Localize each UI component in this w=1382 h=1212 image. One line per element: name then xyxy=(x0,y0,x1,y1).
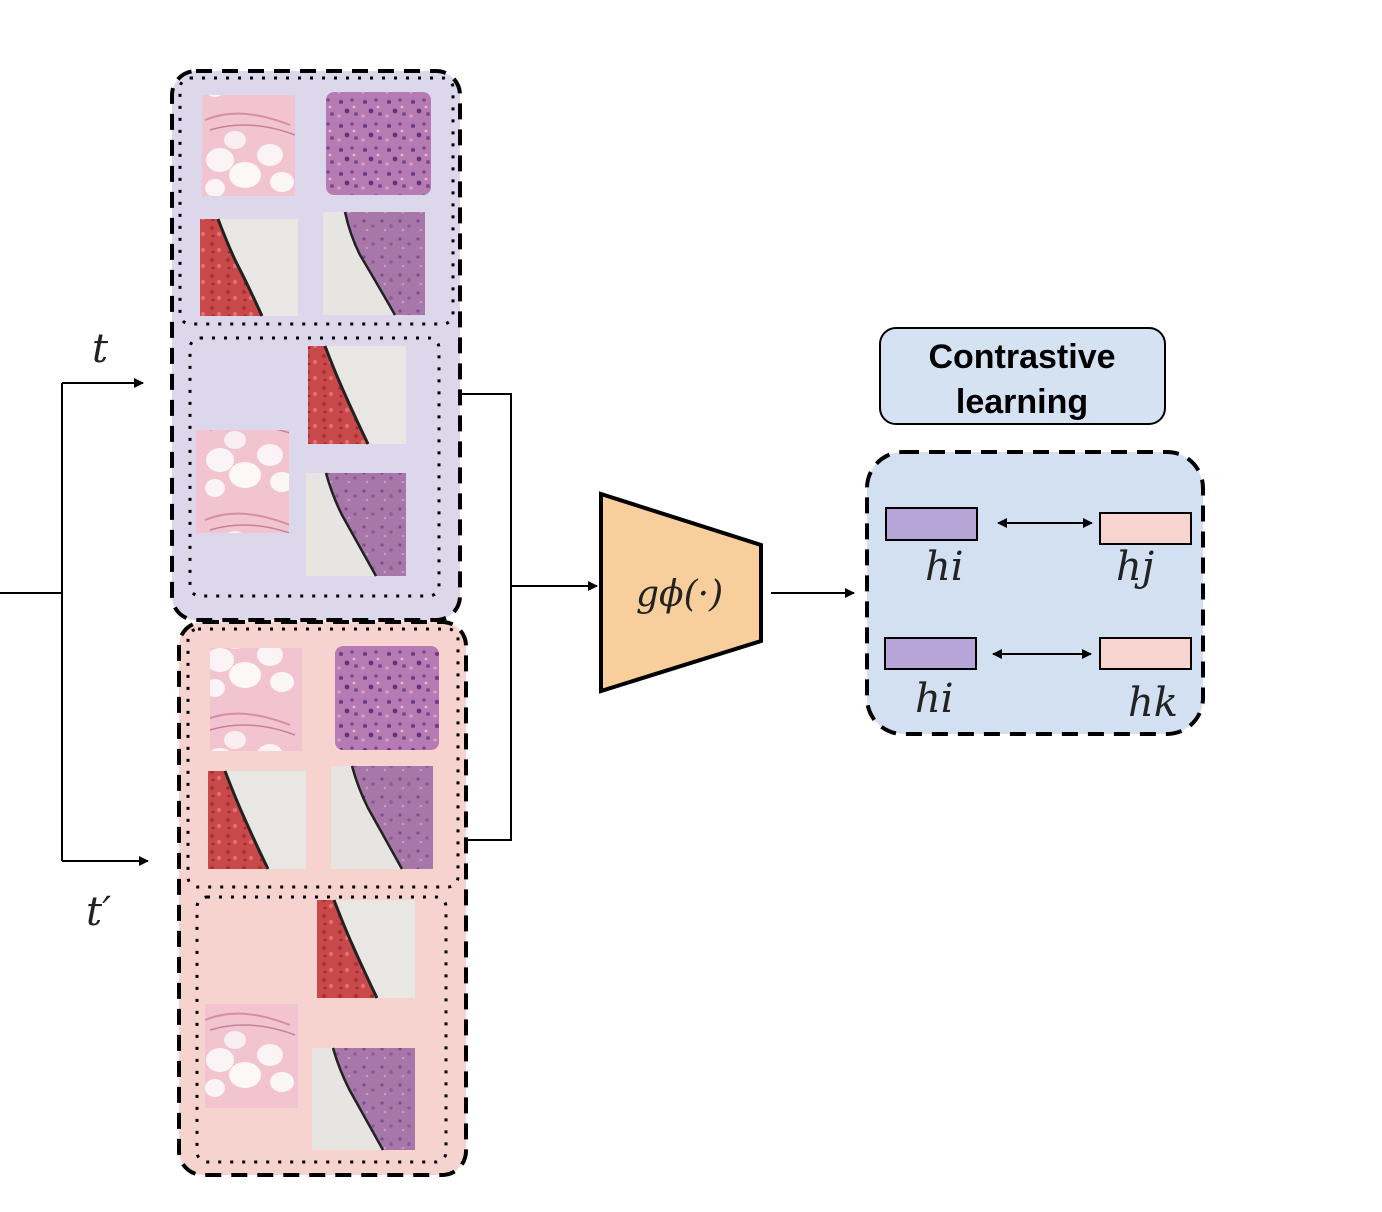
tile-red-edge xyxy=(317,899,415,999)
view-t-prime-grid xyxy=(186,627,460,889)
tile-fat xyxy=(196,430,289,533)
tile-dense xyxy=(326,92,431,195)
augmented-view-t-prime-panel xyxy=(177,620,468,1177)
label-t: t xyxy=(92,326,109,372)
tile-purple-edge xyxy=(331,765,433,870)
label-t-prime: t′ xyxy=(86,889,111,935)
embedding-hj xyxy=(1099,512,1192,545)
augmented-view-t-panel xyxy=(170,69,462,622)
encoder-block: gϕ(·) xyxy=(599,491,763,694)
contrastive-embedding-panel: hi hj hi hk xyxy=(865,450,1205,736)
view-t-grid xyxy=(178,76,455,326)
contrastive-learning-label-box: Contrastive learning xyxy=(879,327,1166,425)
label-hj-text: hj xyxy=(1116,544,1154,590)
label-hi-bottom-text: hi xyxy=(915,676,954,722)
encoder-label: gϕ(·) xyxy=(636,574,723,615)
tile-red-edge xyxy=(200,218,298,317)
tile-purple-edge xyxy=(312,1047,415,1151)
label-hi-bottom: hi xyxy=(915,676,954,722)
tile-fat xyxy=(205,1004,298,1108)
label-hj: hj xyxy=(1116,544,1154,590)
label-hk-text: hk xyxy=(1128,680,1178,726)
embedding-hi-top xyxy=(885,507,978,541)
tile-fat xyxy=(202,95,295,196)
label-hi-top: hi xyxy=(925,544,964,590)
embedding-hi-bottom xyxy=(884,637,977,670)
tile-purple-edge xyxy=(323,211,425,316)
tile-dense xyxy=(335,646,439,750)
tile-purple-edge xyxy=(306,472,406,577)
input-branch-connector xyxy=(0,378,149,866)
contrastive-label-line2: learning xyxy=(956,383,1088,421)
tile-fat xyxy=(210,648,302,751)
view-t-shuffled-grid xyxy=(188,336,441,598)
merge-bracket-connector xyxy=(460,393,598,841)
tile-red-edge xyxy=(308,345,406,445)
contrastive-label-line1: Contrastive xyxy=(928,338,1115,376)
label-hk: hk xyxy=(1128,680,1178,726)
embedding-hk xyxy=(1099,637,1192,670)
view-t-prime-shuffled-grid xyxy=(195,895,448,1164)
tile-red-edge xyxy=(208,770,306,870)
label-hi-top-text: hi xyxy=(925,544,964,590)
